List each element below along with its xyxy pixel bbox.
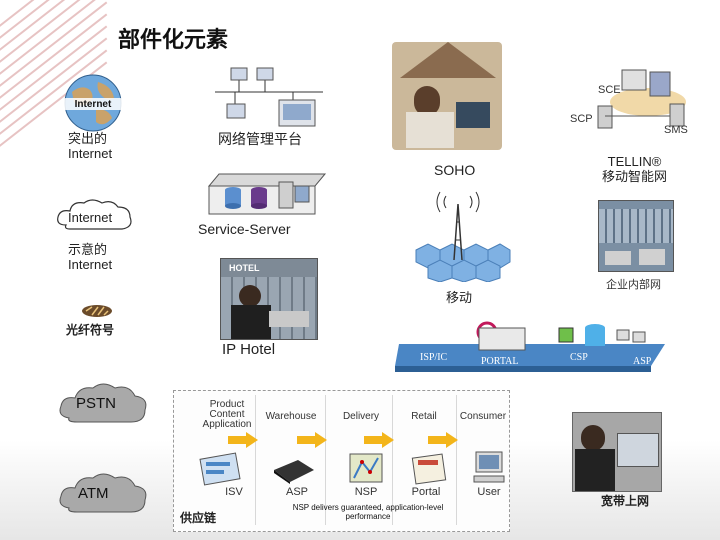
internet-cloud-label: Internet	[68, 210, 113, 225]
soho-image	[392, 42, 502, 150]
fiber-symbol-icon	[82, 305, 112, 317]
portal-label: PORTAL	[481, 356, 519, 367]
chain-arrow-1	[228, 432, 258, 448]
chain-arrow-4	[428, 432, 458, 448]
fiber-symbol-label: 光纤符号	[66, 323, 115, 337]
portal-page-icon	[411, 453, 447, 485]
provider-layer	[395, 321, 665, 372]
chain-top-consumer: Consumer	[459, 411, 507, 422]
broadband-image	[572, 412, 662, 492]
chain-top-warehouse: Warehouse	[265, 411, 317, 422]
network-management-label: 网络管理平台	[218, 131, 302, 147]
ip-hotel-image: HOTEL	[220, 258, 318, 340]
internet-cloud-icon	[57, 199, 132, 230]
csp-label: CSP	[570, 352, 588, 363]
service-server-label: Service-Server	[198, 221, 291, 237]
hotel-sign: HOTEL	[229, 263, 260, 273]
service-server-icon	[207, 173, 327, 215]
mobile-label: 移动	[446, 290, 473, 305]
scp-label: SCP	[570, 113, 593, 125]
broadband-label: 宽带上网	[601, 494, 650, 508]
isv-software-icon	[199, 452, 241, 486]
tellin-label: TELLIN® 移动智能网	[602, 154, 668, 184]
network-management-icon	[215, 67, 323, 127]
asp-disk-icon	[274, 460, 314, 484]
supply-chain-label: 供应链	[180, 511, 217, 525]
chain-bottom-asp: ASP	[285, 486, 308, 498]
chain-bottom-nsp: NSP	[354, 486, 378, 498]
soho-label: SOHO	[434, 162, 476, 178]
enterprise-network-label: 企业内部网	[606, 279, 661, 291]
illustrative-internet-label: 示意的 Internet	[68, 242, 113, 272]
internet-globe-icon: Internet	[64, 74, 122, 132]
asp-label: ASP	[633, 356, 652, 367]
chain-bottom-isv: ISV	[225, 486, 243, 498]
atm-label: ATM	[78, 485, 109, 502]
sms-label: SMS	[664, 124, 688, 136]
chain-top-delivery: Delivery	[342, 411, 380, 422]
enterprise-network-image	[598, 200, 674, 272]
chain-arrow-3	[364, 432, 394, 448]
mobile-tower-icon	[415, 191, 511, 282]
sce-label: SCE	[598, 84, 621, 96]
pstn-cloud-icon	[59, 383, 147, 423]
page-title: 部件化元素	[118, 28, 229, 53]
intelligent-network-icon	[597, 69, 686, 129]
outstanding-internet-label: 突出的 Internet	[68, 131, 113, 161]
user-computer-icon	[473, 451, 505, 483]
chain-bottom-user: User	[477, 486, 501, 498]
atm-cloud-icon	[59, 473, 147, 513]
chain-top-product: Product Content Application	[202, 399, 252, 430]
pstn-label: PSTN	[76, 395, 117, 412]
chain-arrow-2	[297, 432, 327, 448]
supply-chain-note: NSP delivers guaranteed, application-lev…	[292, 503, 444, 521]
globe-label: Internet	[75, 99, 112, 110]
chain-top-retail: Retail	[411, 411, 437, 422]
ip-hotel-label: IP Hotel	[222, 341, 276, 358]
isp-ic-label: ISP/IC	[420, 352, 448, 363]
chain-bottom-portal: Portal	[411, 486, 441, 498]
nsp-network-icon	[349, 453, 383, 483]
